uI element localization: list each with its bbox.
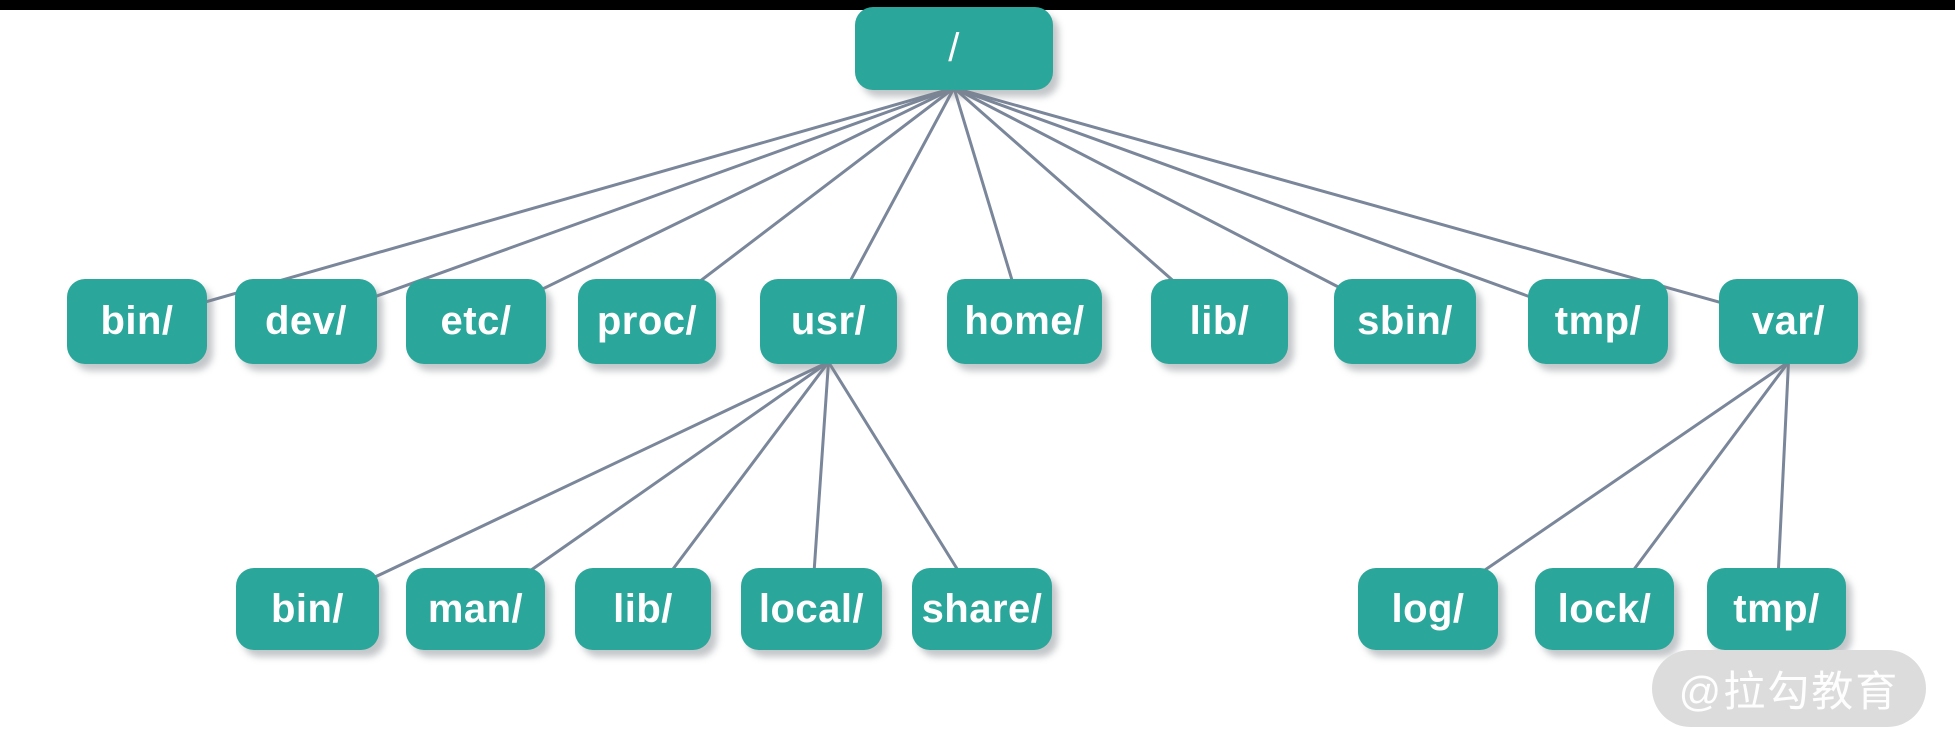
tree-node-usr-man: man/ (406, 568, 545, 650)
edge-root-to-tmp (952, 86, 1600, 323)
tree-node-usr-lib: lib/ (575, 568, 711, 650)
tree-node-home: home/ (947, 279, 1102, 364)
watermark-text: @拉勾教育 (1678, 668, 1900, 715)
tree-node-proc: proc/ (578, 279, 716, 364)
edge-usr-to-usr-share (827, 360, 984, 611)
tree-node-var-log: log/ (1358, 568, 1498, 650)
edge-usr-to-usr-bin (306, 360, 830, 611)
tree-node-etc: etc/ (406, 279, 546, 364)
tree-node-bin: bin/ (67, 279, 207, 364)
tree-node-tmp: tmp/ (1528, 279, 1668, 364)
edge-var-to-var-tmp (1775, 360, 1790, 611)
edge-usr-to-usr-man (474, 360, 830, 611)
edge-var-to-var-lock (1603, 360, 1790, 611)
edge-var-to-var-log (1426, 360, 1790, 611)
tree-node-var: var/ (1719, 279, 1858, 364)
tree-node-sbin: sbin/ (1334, 279, 1476, 364)
edge-usr-to-usr-local (810, 360, 830, 611)
watermark-badge: @拉勾教育 (1652, 650, 1926, 727)
tree-node-root: / (855, 7, 1053, 90)
tree-node-var-tmp: tmp/ (1707, 568, 1846, 650)
edge-root-to-sbin (952, 86, 1407, 323)
tree-node-usr-bin: bin/ (236, 568, 379, 650)
tree-node-usr-share: share/ (912, 568, 1052, 650)
tree-node-var-lock: lock/ (1535, 568, 1674, 650)
tree-node-lib: lib/ (1151, 279, 1288, 364)
edge-usr-to-usr-lib (641, 360, 830, 611)
top-border-bar (0, 0, 1955, 10)
tree-node-dev: dev/ (235, 279, 377, 364)
tree-node-usr-local: local/ (741, 568, 882, 650)
edge-root-to-etc (474, 86, 956, 323)
tree-node-usr: usr/ (760, 279, 897, 364)
